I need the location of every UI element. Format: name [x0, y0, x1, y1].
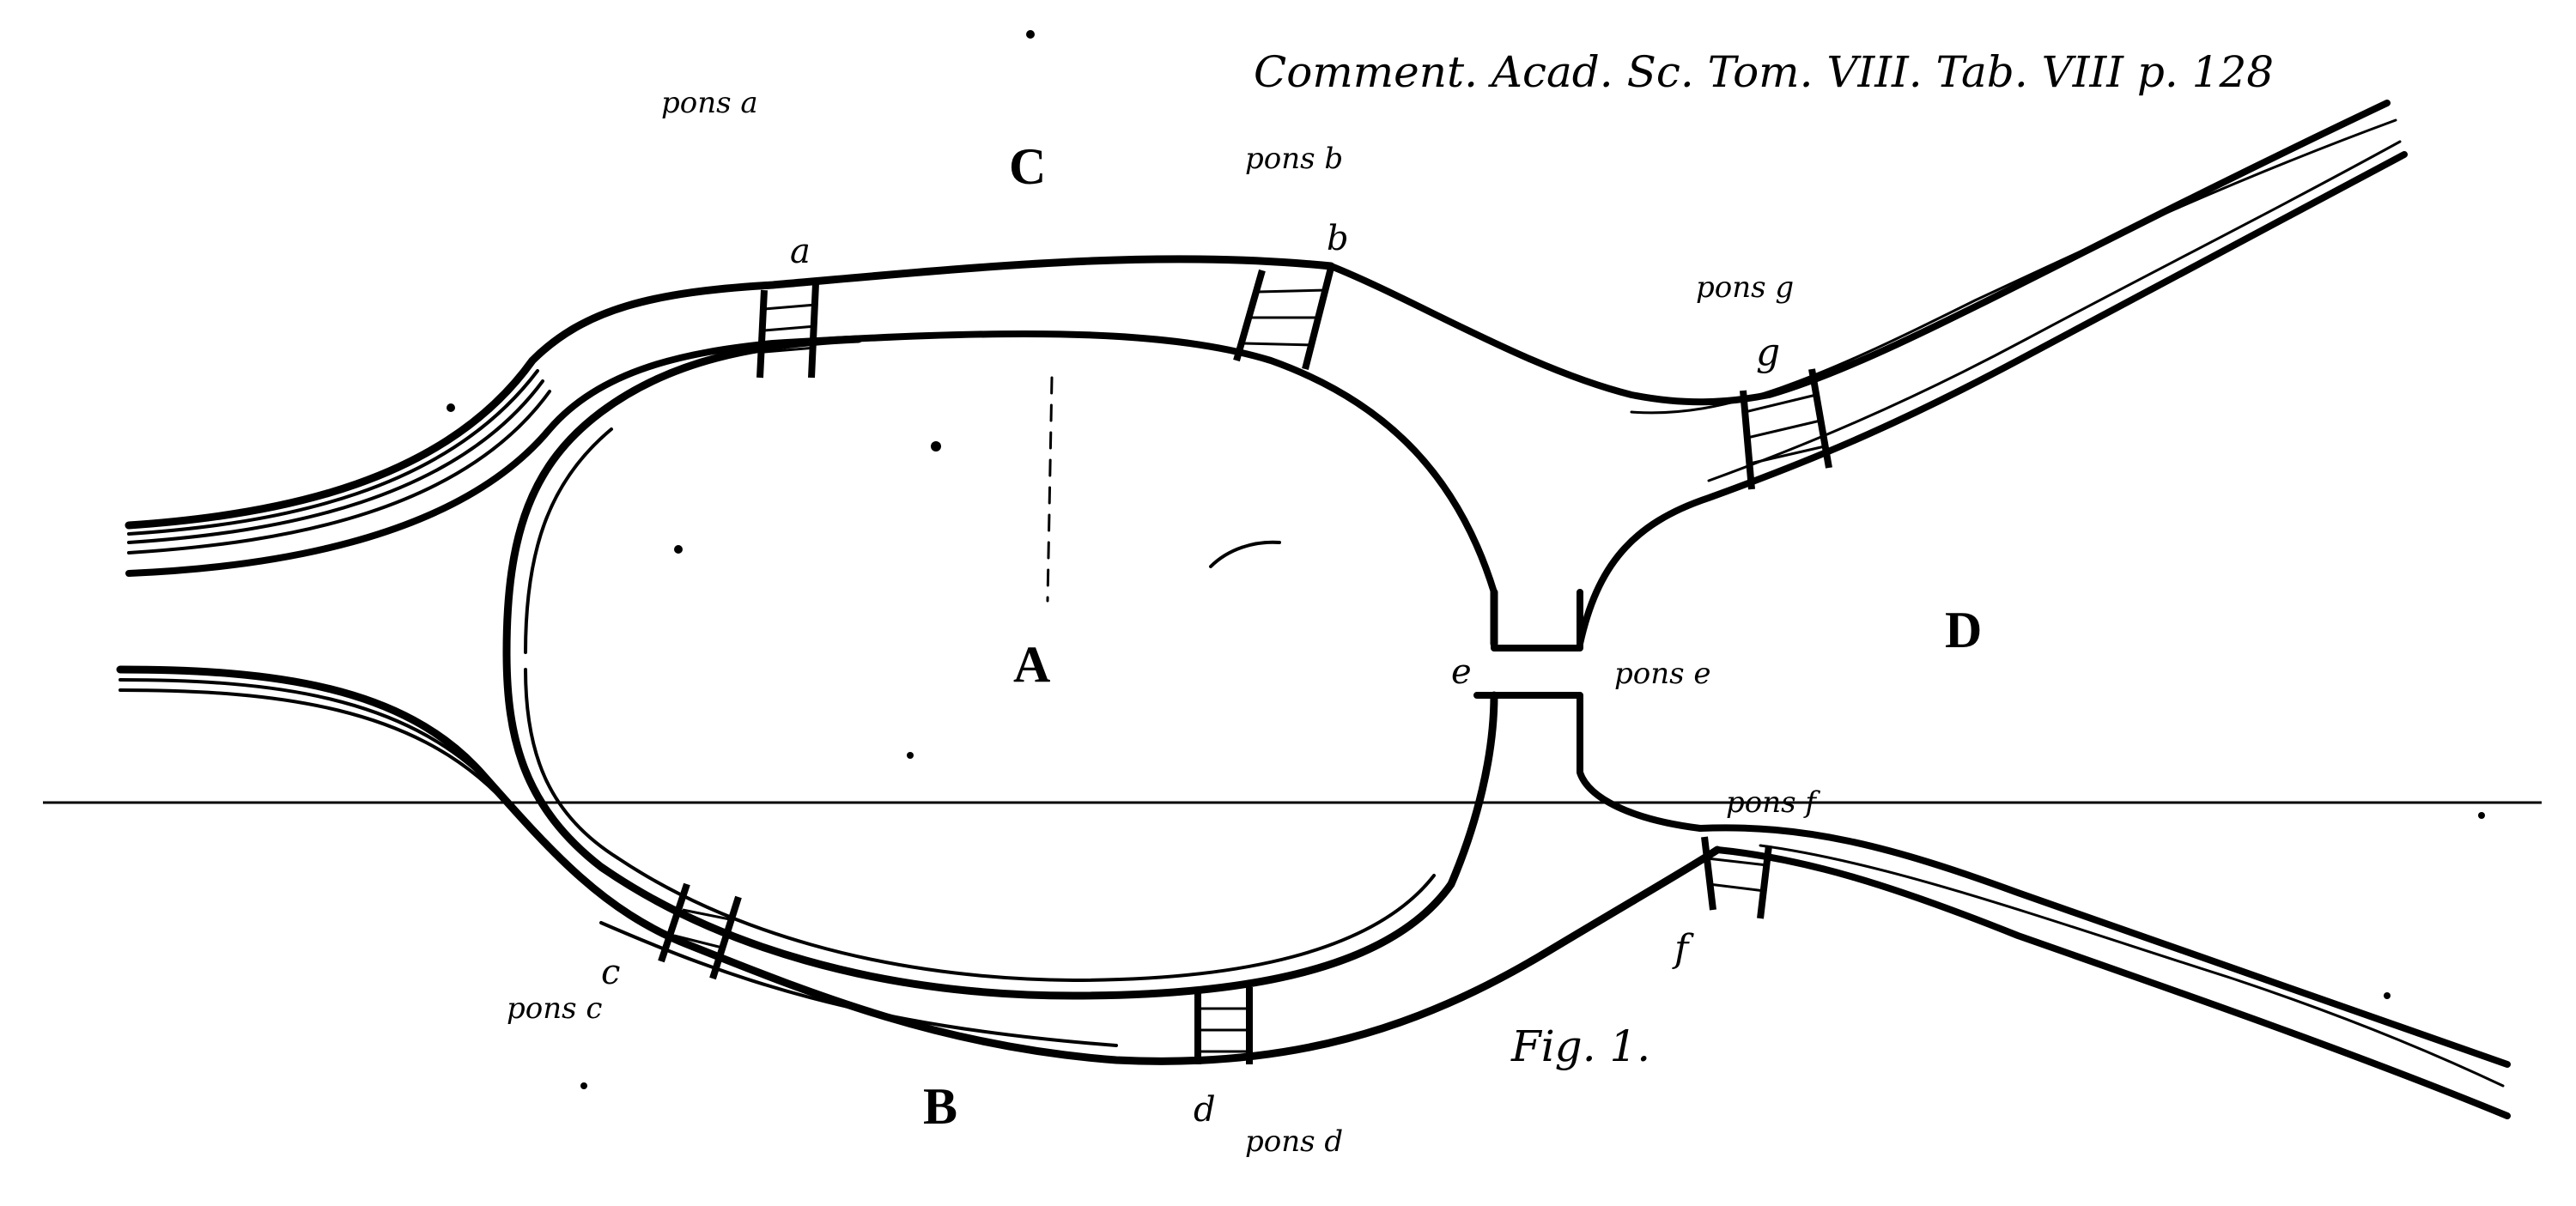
note-center: pons e — [1614, 657, 1711, 691]
note-top-right: pons g — [1696, 270, 1794, 305]
river-upper-left-hatching — [129, 371, 550, 553]
river-lower-left-outer-bank — [120, 670, 1717, 1061]
ink-specks — [447, 30, 2485, 1089]
region-label-d: D — [1945, 601, 1982, 660]
dashed-mark — [1048, 378, 1052, 601]
island-a-outline — [507, 339, 1494, 996]
note-bottom-left: pons c — [507, 991, 602, 1026]
river-upper-left-outer-bank — [129, 259, 1331, 525]
ink-stroke-mark — [1211, 542, 1279, 567]
note-bottom-middle: pons d — [1245, 1124, 1343, 1159]
note-top-middle: pons b — [1245, 142, 1343, 176]
region-label-b: B — [923, 1077, 957, 1136]
bridge-letter-f: f — [1674, 927, 1688, 971]
bridge-letter-b: b — [1327, 219, 1349, 258]
bridge-letter-e: e — [1451, 652, 1472, 692]
river-lower-right-bank — [1717, 850, 2507, 1116]
center-channel-upper — [1494, 592, 1580, 648]
center-channel-lower — [1477, 695, 1700, 828]
region-label-c: C — [1009, 137, 1046, 197]
bridge-letter-d: d — [1194, 1090, 1216, 1130]
bridge-letter-c: c — [601, 953, 620, 992]
island-a-inner-hatching — [526, 429, 1434, 980]
note-top-left: pons a — [661, 86, 758, 120]
bridge-letter-a: a — [790, 232, 811, 271]
region-label-a: A — [1013, 635, 1050, 694]
bridge-a — [760, 283, 816, 378]
river-lower-right-inner-bank — [1700, 827, 2507, 1064]
figure-label: Fig. 1. — [1511, 1021, 1650, 1071]
bridge-d — [1198, 987, 1249, 1064]
note-lower-right: pons f — [1726, 785, 1816, 820]
bridge-letter-g: g — [1756, 330, 1780, 374]
plate-caption: Comment. Acad. Sc. Tom. VIII. Tab. VIII … — [1254, 47, 2274, 97]
